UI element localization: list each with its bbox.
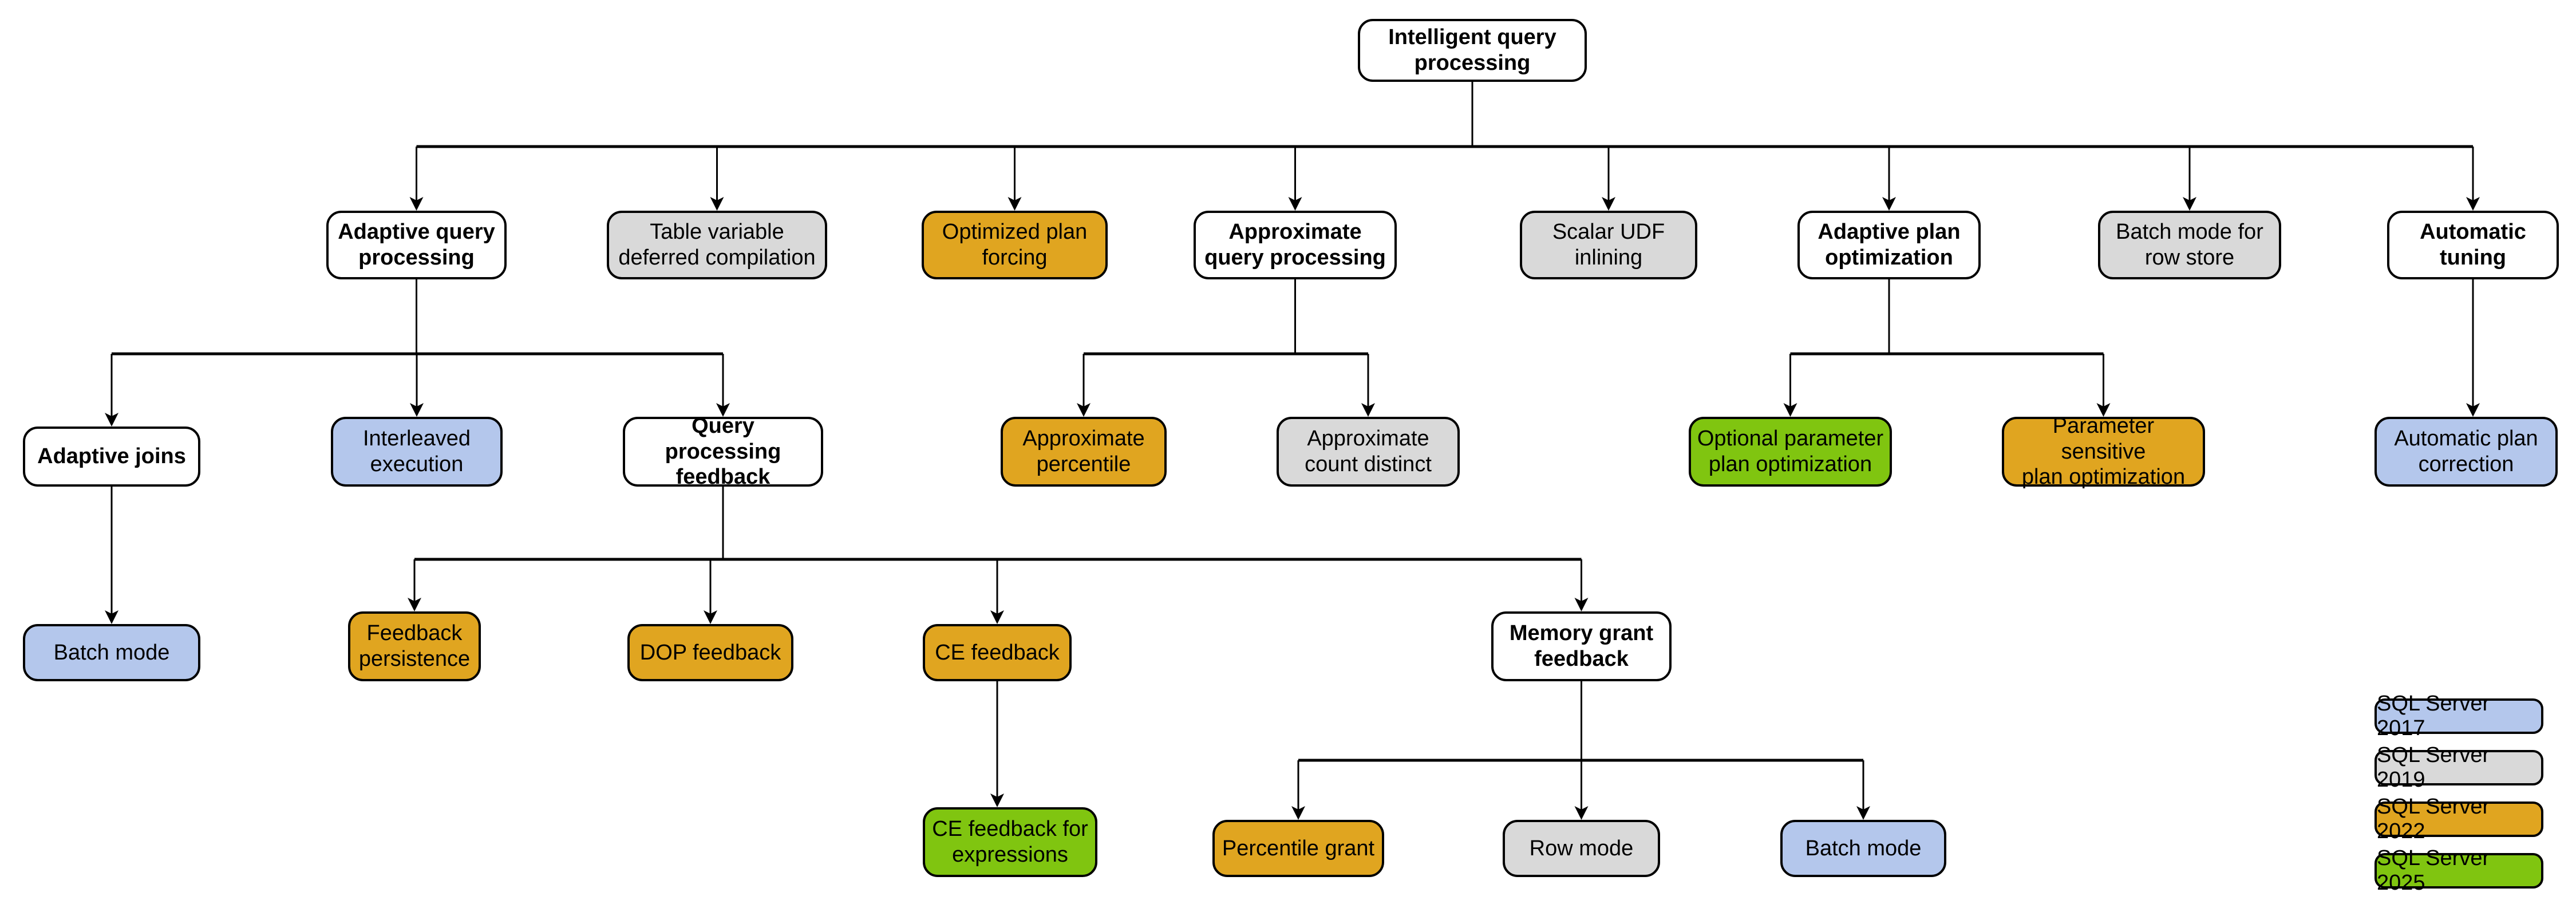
legend-2017: SQL Server 2017 — [2374, 692, 2543, 740]
node-rowmode[interactable]: Row mode — [1503, 820, 1660, 877]
node-qpf[interactable]: Query processing feedback — [623, 414, 823, 489]
node-pctgrant[interactable]: Percentile grant — [1212, 820, 1384, 877]
node-approxqp[interactable]: Approximate query processing — [1194, 211, 1397, 279]
node-feedbackpers[interactable]: Feedback persistence — [348, 611, 481, 681]
legend-2019: SQL Server 2019 — [2374, 743, 2543, 792]
node-batchmode2[interactable]: Batch mode — [1780, 820, 1946, 877]
node-root[interactable]: Intelligent query processing — [1358, 19, 1587, 82]
legend-2025: SQL Server 2025 — [2374, 846, 2543, 895]
node-aqp[interactable]: Adaptive query processing — [326, 211, 507, 279]
node-memgrant[interactable]: Memory grant feedback — [1491, 611, 1672, 681]
node-oppo[interactable]: Optional parameter plan optimization — [1689, 417, 1892, 487]
node-pspo[interactable]: Parameter sensitive plan optimization — [2002, 414, 2205, 489]
node-bmrs[interactable]: Batch mode for row store — [2098, 211, 2281, 279]
node-tvdc[interactable]: Table variable deferred compilation — [607, 211, 827, 279]
node-dopfeedback[interactable]: DOP feedback — [627, 624, 793, 681]
node-cefe[interactable]: CE feedback for expressions — [923, 807, 1097, 877]
node-autotune[interactable]: Automatic tuning — [2387, 211, 2559, 279]
node-interleaved[interactable]: Interleaved execution — [331, 417, 503, 487]
node-adaptivejoins[interactable]: Adaptive joins — [23, 427, 200, 487]
node-opf[interactable]: Optimized plan forcing — [922, 211, 1108, 279]
node-cefeedback[interactable]: CE feedback — [923, 624, 1072, 681]
node-batchmode1[interactable]: Batch mode — [23, 624, 200, 681]
node-udf[interactable]: Scalar UDF inlining — [1520, 211, 1697, 279]
node-apo[interactable]: Adaptive plan optimization — [1797, 211, 1981, 279]
node-approxpct[interactable]: Approximate percentile — [1001, 417, 1167, 487]
node-approxcd[interactable]: Approximate count distinct — [1277, 417, 1460, 487]
node-apc[interactable]: Automatic plan correction — [2374, 417, 2558, 487]
legend-2022: SQL Server 2022 — [2374, 795, 2543, 843]
